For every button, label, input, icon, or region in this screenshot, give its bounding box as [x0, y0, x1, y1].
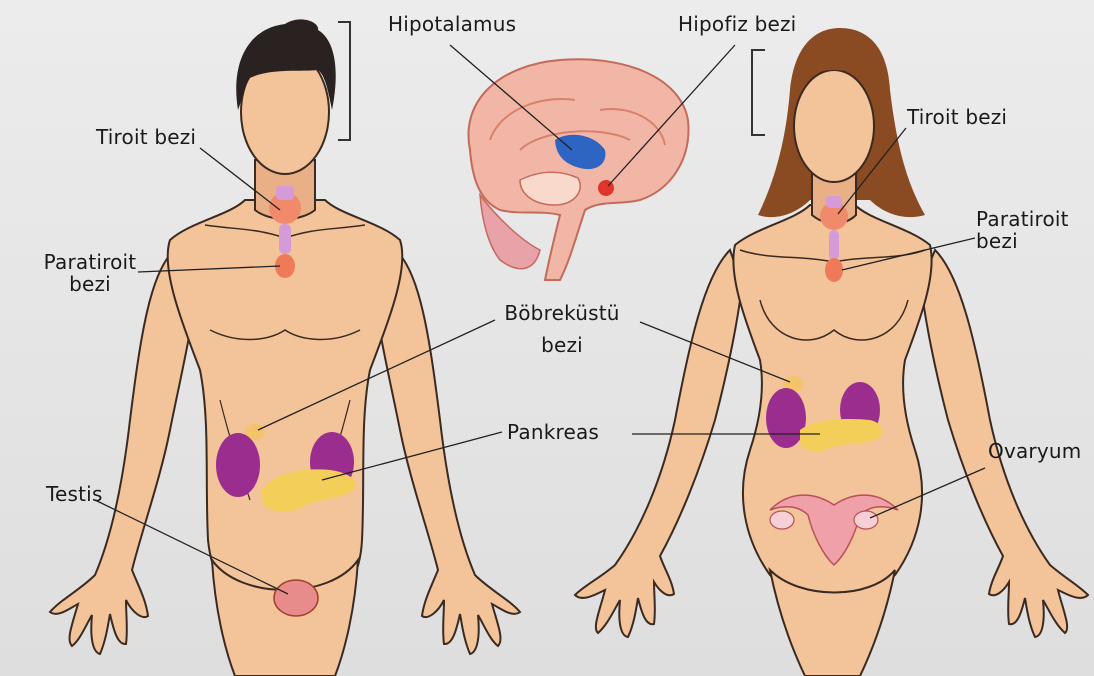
label-paratiroit-line1: Paratiroit — [38, 251, 142, 273]
label-paratiroit-line2: bezi — [38, 273, 142, 295]
male-left-arm — [50, 250, 196, 654]
male-testis — [274, 580, 318, 616]
label-paratiroit-bezi-male: Paratiroit bezi — [38, 251, 142, 295]
label-tiroit-bezi-male: Tiroit bezi — [96, 126, 196, 148]
male-thyroid-top — [276, 186, 294, 200]
label-paratiroit-f-line1: Paratiroit — [972, 208, 1090, 230]
label-hipofiz-bezi: Hipofiz bezi — [678, 13, 796, 35]
label-paratiroit-f-line2: bezi — [972, 230, 1090, 252]
label-bobrekustu-line1: Böbreküstü — [492, 302, 632, 324]
female-thyroid-stalk — [829, 230, 839, 260]
label-tiroit-bezi-female: Tiroit bezi — [907, 106, 1007, 128]
female-parathyroid — [825, 258, 843, 282]
brain-cross-section — [468, 59, 688, 280]
label-testis: Testis — [46, 483, 103, 505]
male-figure — [50, 19, 520, 676]
female-right-ovary — [854, 511, 878, 529]
label-ovaryum: Ovaryum — [988, 440, 1081, 462]
male-left-kidney — [216, 433, 260, 497]
female-head-bracket — [752, 50, 765, 135]
male-head-bracket — [338, 22, 350, 140]
label-hipotalamus: Hipotalamus — [388, 13, 516, 35]
label-pankreas: Pankreas — [507, 421, 599, 443]
female-thyroid-top — [826, 196, 842, 208]
male-thyroid-stalk — [279, 224, 291, 254]
label-paratiroit-bezi-female: Paratiroit bezi — [972, 208, 1090, 252]
female-head — [794, 70, 874, 182]
label-bobrekustu-bezi: Böbreküstü bezi — [492, 302, 632, 356]
female-left-ovary — [770, 511, 794, 529]
label-bobrekustu-line2: bezi — [492, 334, 632, 356]
